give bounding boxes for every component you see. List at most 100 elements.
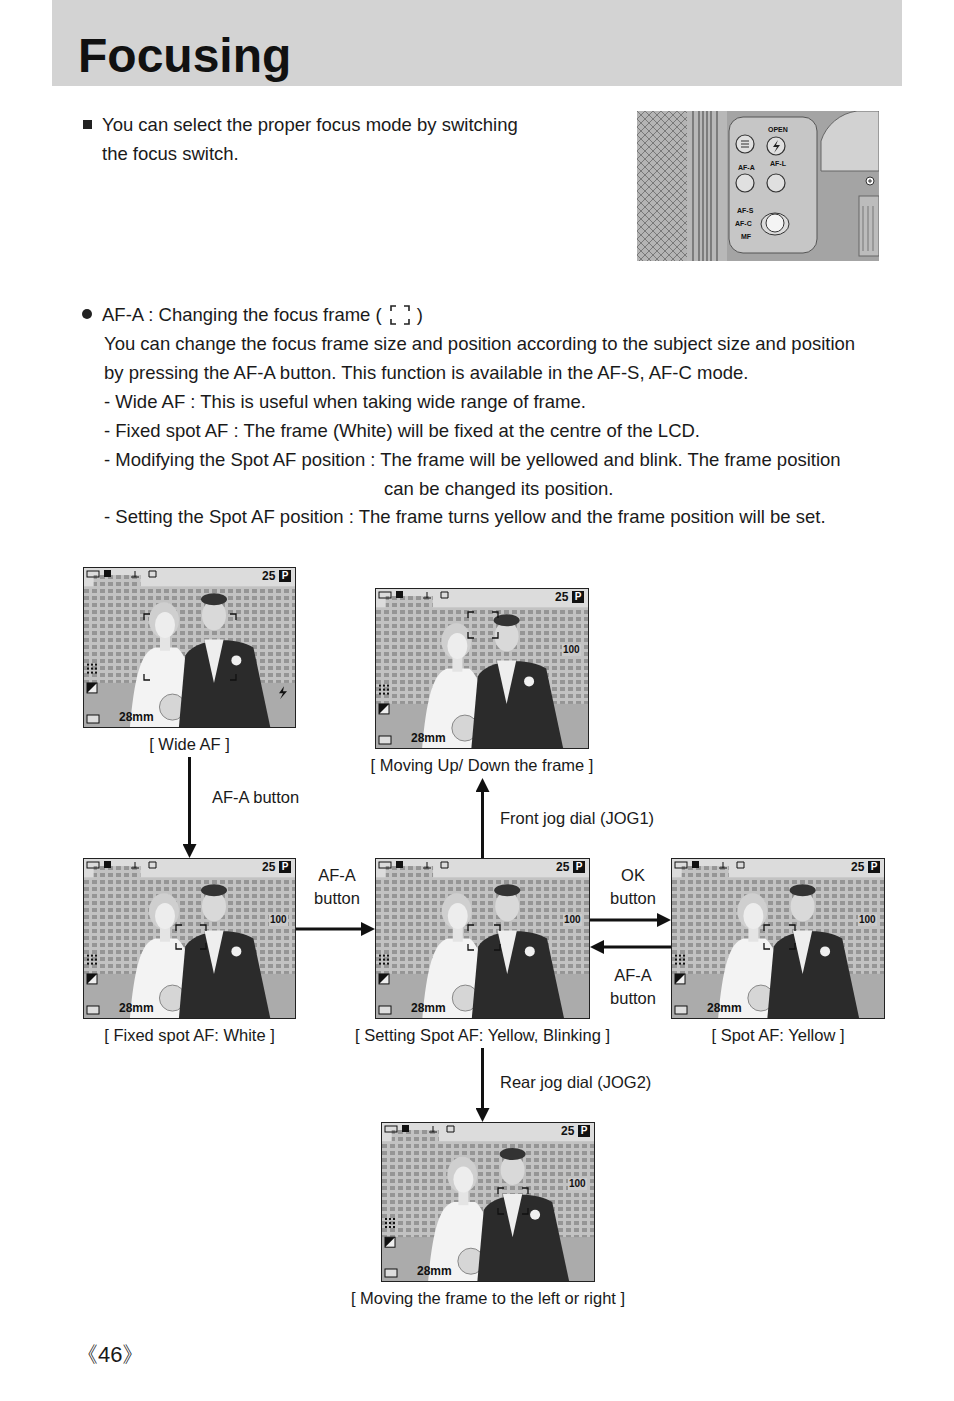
- lcd-picture: [83, 567, 296, 728]
- list-item: - Modifying the Spot AF position : The f…: [104, 445, 874, 503]
- lcd-picture-part: [383, 685, 385, 687]
- lcd-picture-part: [87, 571, 99, 577]
- lcd-picture-part: [385, 1269, 397, 1277]
- mode-icon: P: [572, 591, 584, 603]
- lcd-picture-part: [179, 931, 271, 1019]
- lcd-picture-part: [392, 1130, 439, 1162]
- lcd-picture-part: [376, 589, 589, 749]
- lcd-picture-part: [385, 1226, 387, 1228]
- camera-illustration-part: [767, 137, 785, 155]
- lcd-picture-part: [91, 664, 93, 666]
- lcd-picture-part: [671, 858, 885, 1019]
- flow-arrow: [598, 946, 671, 949]
- mode-icon: P: [868, 861, 880, 873]
- arrow-label: Front jog dial (JOG1): [498, 807, 656, 830]
- lcd-picture-part: [468, 925, 500, 950]
- camera-illustration-part: [687, 111, 727, 261]
- lcd-picture-part: [87, 683, 97, 693]
- lcd-picture-part: [494, 884, 520, 896]
- lcd-picture: [375, 858, 590, 1019]
- screen-caption: [ Setting Spot AF: Yellow, Blinking ]: [355, 1025, 610, 1045]
- lcd-picture-part: [379, 736, 391, 744]
- shot-count: 25: [262, 569, 275, 583]
- lcd-picture-part: [389, 1226, 391, 1228]
- lcd-picture-part: [672, 859, 885, 1019]
- lcd-picture-part: [385, 1237, 395, 1247]
- lcd-picture-part: [472, 931, 564, 1019]
- lcd-picture-part: [91, 672, 93, 674]
- lcd-picture-part: [95, 664, 97, 666]
- lcd-picture-part: [383, 955, 385, 957]
- lcd-picture-part: [393, 1218, 395, 1220]
- lcd-picture-part: [477, 1195, 569, 1282]
- lcd-picture-part: [91, 959, 93, 961]
- lcd-picture-part: [530, 1210, 540, 1220]
- page-number: 《46》: [76, 1340, 144, 1369]
- lcd-screen: 25P28mm[ Wide AF ]: [83, 567, 296, 757]
- lcd-picture-part: [379, 974, 389, 984]
- lcd-picture-part: [692, 861, 699, 868]
- lcd-picture-part: [396, 861, 403, 868]
- lcd-picture-part: [423, 862, 448, 868]
- camera-illustration: [637, 111, 879, 261]
- camera-illustration-part: [729, 117, 817, 253]
- lcd-picture-part: [387, 693, 389, 695]
- lcd-picture-part: [393, 1226, 395, 1228]
- list-item: - Setting the Spot AF position : The fra…: [104, 502, 826, 531]
- lcd-picture-part: [231, 946, 241, 956]
- camera-illustration-part: [766, 214, 784, 232]
- iso-value: 100: [563, 914, 582, 926]
- camera-illustration-part: [821, 111, 879, 171]
- lcd-picture-part: [95, 668, 97, 670]
- lcd-picture: [375, 588, 589, 749]
- switch-label: MF: [741, 233, 751, 241]
- lcd-picture-part: [675, 974, 685, 984]
- shot-count: 25: [851, 860, 864, 874]
- lcd-picture-part: [423, 592, 448, 598]
- lcd-picture-part: [87, 683, 97, 693]
- button-label: AF-A: [738, 164, 755, 172]
- mode-icon: P: [573, 861, 585, 873]
- lcd-picture-part: [379, 704, 389, 714]
- lcd-picture-part: [155, 903, 175, 929]
- lcd-picture-part: [87, 862, 99, 868]
- body-text: You can change the focus frame size and …: [104, 329, 879, 387]
- shot-count: 25: [262, 860, 275, 874]
- lcd-picture-part: [131, 862, 156, 868]
- flow-arrow: [481, 786, 484, 858]
- arrow-label: OK button: [600, 864, 666, 910]
- lcd-picture-part: [83, 567, 296, 728]
- lcd-picture-part: [682, 866, 729, 898]
- lcd-picture-part: [385, 1237, 395, 1247]
- lcd-picture-part: [500, 1148, 526, 1160]
- lcd-picture-part: [379, 592, 391, 598]
- camera-illustration-part: [637, 111, 687, 261]
- lcd-picture-part: [402, 1125, 409, 1132]
- lcd-picture-part: [675, 1006, 687, 1014]
- shot-count: 25: [561, 1124, 574, 1138]
- lcd-picture-part: [468, 612, 498, 638]
- lcd-picture-part: [767, 931, 859, 1019]
- lcd-picture-part: [503, 1194, 522, 1237]
- square-bullet: [83, 120, 92, 129]
- switch-label: AF-S: [737, 207, 753, 215]
- focal-length: 28mm: [411, 731, 446, 745]
- lcd-picture: [381, 1122, 595, 1282]
- lcd-picture-part: [525, 946, 535, 956]
- flow-arrow: [296, 928, 367, 931]
- lcd-screen: 25P10028mm[ Setting Spot AF: Yellow, Bli…: [375, 858, 590, 1048]
- lcd-picture-part: [379, 959, 381, 961]
- lcd-picture-part: [383, 693, 385, 695]
- arrow-label: AF-A button: [210, 786, 301, 809]
- lcd-picture-part: [389, 1222, 391, 1224]
- lcd-picture-part: [84, 568, 296, 728]
- focal-length: 28mm: [707, 1001, 742, 1015]
- lcd-picture-part: [497, 660, 516, 703]
- focal-length: 28mm: [119, 710, 154, 724]
- lcd-picture-part: [87, 715, 99, 723]
- lcd-picture-part: [95, 955, 97, 957]
- shot-count: 25: [555, 590, 568, 604]
- intro-text: You can select the proper focus mode by …: [102, 110, 542, 168]
- lcd-picture-part: [675, 862, 687, 868]
